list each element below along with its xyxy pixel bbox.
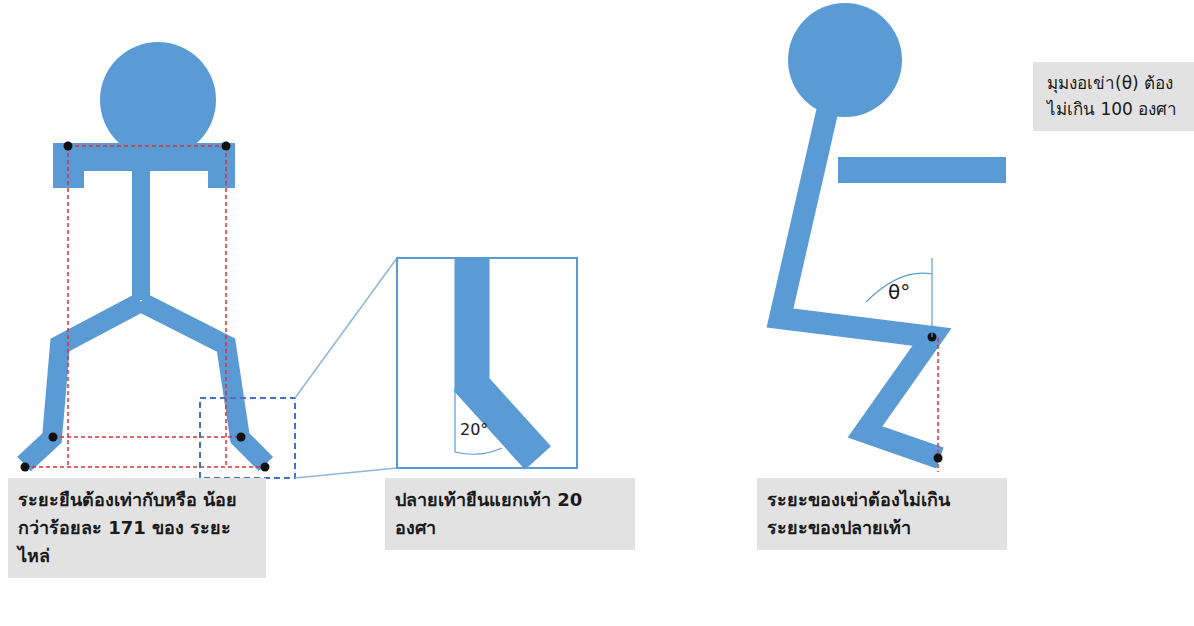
caption-box: ระยะยืนต้องเท่ากับหรือ น้อยกว่าร้อยละ 17… xyxy=(8,478,266,578)
left-leg xyxy=(24,302,141,464)
note-text: ปลายเท้ายืนแยกเท้า 20 องศา xyxy=(395,486,625,542)
squat-body xyxy=(780,108,940,458)
head xyxy=(788,3,902,117)
right-leg xyxy=(141,302,266,464)
angle-label: θ° xyxy=(888,280,910,304)
zoom-region xyxy=(200,398,295,478)
shoulders-torso xyxy=(53,143,235,300)
caption-box: ระยะของเข่าต้องไม่เกิน ระยะของปลายเท้า xyxy=(757,478,1007,550)
angle-label: 20° xyxy=(460,420,488,439)
head xyxy=(100,42,216,158)
note-text: มุมงอเข่า(θ) ต้องไม่เกิน 100 องศา xyxy=(1047,70,1184,123)
caption-box: ปลายเท้ายืนแยกเท้า 20 องศา xyxy=(385,478,635,550)
zoom-frame xyxy=(397,258,577,468)
note-box: มุมงอเข่า(θ) ต้องไม่เกิน 100 องศา xyxy=(1033,62,1194,131)
note-text: ระยะของเข่าต้องไม่เกิน ระยะของปลายเท้า xyxy=(767,486,997,542)
note-text: ระยะยืนต้องเท่ากับหรือ น้อยกว่าร้อยละ 17… xyxy=(18,486,256,570)
arm xyxy=(838,157,1006,183)
